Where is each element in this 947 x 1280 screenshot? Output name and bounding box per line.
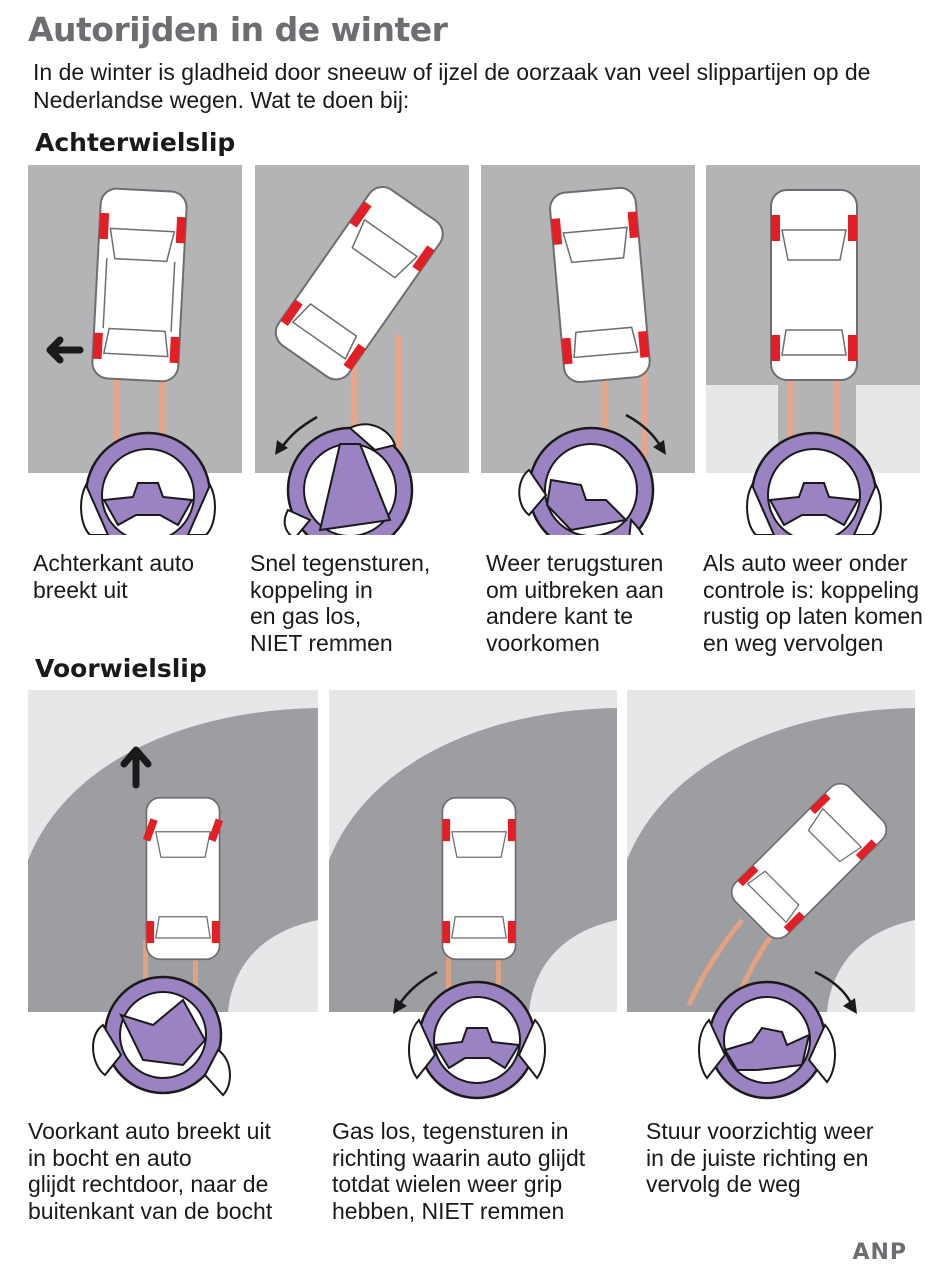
steering-wheel-icon (80, 431, 216, 535)
intro-text: In de winter is gladheid door sneeuw of … (33, 59, 871, 113)
rear-panel-2-illustration (255, 165, 469, 535)
car-top-view-icon (274, 185, 444, 381)
steering-wheel-icon (92, 975, 231, 1097)
car-top-view-icon (549, 186, 651, 384)
rear-panel-2 (255, 165, 471, 535)
steering-wheel-icon (746, 431, 882, 535)
rear-panel-3-illustration (481, 165, 695, 535)
anp-logo: ANP (852, 1240, 907, 1265)
rear-caption-3: Weer terugsturen om uitbreken aan andere… (486, 550, 664, 656)
front-caption-1: Voorkant auto breekt uit in bocht en aut… (28, 1118, 273, 1224)
car-top-view-icon (91, 187, 188, 383)
section-heading-rear: Achterwielslip (35, 128, 236, 157)
rear-panel-4 (706, 165, 922, 535)
page-title: Autorijden in de winter (28, 10, 448, 49)
steering-wheel-icon (698, 980, 836, 1100)
front-caption-3: Stuur voorzichtig weer in de juiste rich… (646, 1118, 874, 1197)
arrow-icon (397, 970, 438, 1006)
rear-panel-4-illustration (706, 165, 920, 535)
arrow-icon (120, 746, 152, 789)
front-panel-1 (28, 690, 318, 1115)
rear-panel-1 (28, 165, 244, 535)
front-panel-3-illustration (627, 690, 915, 1100)
rear-panel-1-illustration (28, 165, 244, 535)
rear-caption-1: Achterkant auto breekt uit (33, 550, 195, 603)
car-top-view-icon (730, 782, 888, 940)
rear-caption-4: Als auto weer onder controle is: koppeli… (703, 550, 923, 656)
car-top-view-icon (441, 796, 517, 961)
front-panel-1-illustration (28, 690, 318, 1097)
tire-tracks (114, 375, 166, 473)
front-caption-2: Gas los, tegensturen in richting waarin … (332, 1118, 586, 1224)
rear-caption-2: Snel tegensturen, koppeling in en gas lo… (250, 550, 431, 656)
section-heading-front: Voorwielslip (35, 654, 207, 683)
front-panel-2 (329, 690, 619, 1115)
car-top-view-icon (770, 189, 858, 381)
arrow-icon (46, 336, 84, 364)
front-panel-2-illustration (329, 690, 617, 1100)
steering-wheel-icon (518, 426, 655, 535)
steering-wheel-icon (283, 423, 414, 535)
front-panel-3 (627, 690, 917, 1115)
car-top-view-icon (142, 796, 224, 961)
steering-wheel-icon (408, 980, 546, 1100)
rear-panel-3 (481, 165, 697, 535)
